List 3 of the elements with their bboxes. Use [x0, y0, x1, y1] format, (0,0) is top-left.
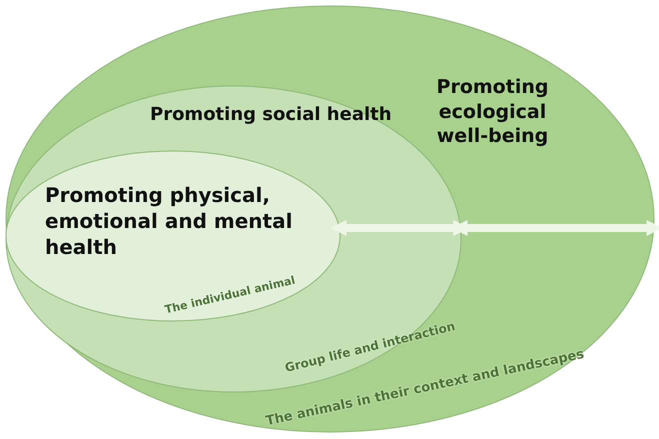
heading: Promoting physical, emotional and mental health	[45, 182, 294, 260]
heading: Promoting ecological well-being	[436, 75, 550, 150]
heading: Promoting social health	[150, 103, 393, 126]
